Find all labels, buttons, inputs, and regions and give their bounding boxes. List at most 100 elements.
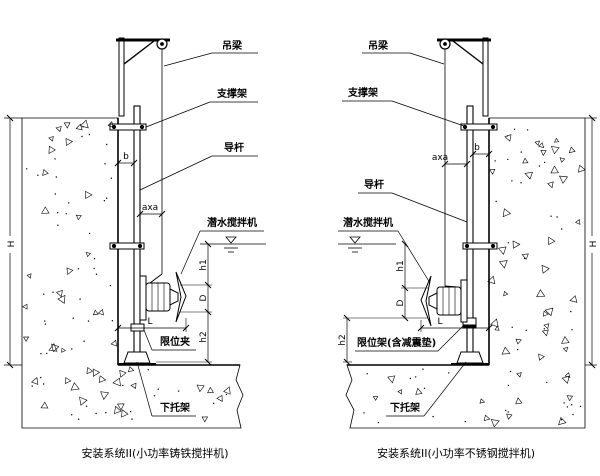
concrete-speck <box>40 401 49 409</box>
concrete-speck <box>497 246 507 255</box>
concrete-speck <box>507 411 509 413</box>
concrete-speck <box>26 168 28 170</box>
left-submersible-mixer <box>139 271 187 323</box>
right-hoist-brace <box>452 40 484 65</box>
concrete-speck <box>483 414 491 422</box>
right-hoist-post <box>482 37 489 117</box>
left-limit-clamp-label: 限位夹 <box>160 335 190 348</box>
left-L-label: L <box>147 317 152 327</box>
concrete-speck <box>72 317 74 319</box>
concrete-speck <box>31 377 39 385</box>
concrete-texture <box>22 119 586 428</box>
left-D-label: D <box>199 294 209 301</box>
concrete-speck <box>93 258 96 260</box>
concrete-speck <box>516 372 522 378</box>
concrete-speck <box>26 273 32 279</box>
concrete-speck <box>536 289 546 298</box>
right-limit-frame-label: 限位架(含减震垫) <box>357 336 436 349</box>
concrete-speck <box>88 232 91 235</box>
concrete-speck <box>507 158 509 161</box>
left-callout-hoist-beam: 吊梁 <box>163 39 258 67</box>
concrete-speck <box>422 368 424 370</box>
concrete-speck <box>48 145 56 154</box>
concrete-speck <box>42 168 49 176</box>
concrete-speck <box>55 176 57 178</box>
concrete-speck <box>520 151 522 153</box>
concrete-speck <box>503 290 509 297</box>
concrete-speck <box>541 264 550 274</box>
concrete-speck <box>207 386 214 394</box>
right-hoist-beam-label: 吊梁 <box>368 39 389 52</box>
right-callout-hoist-beam: 吊梁 <box>362 39 445 65</box>
concrete-speck <box>541 329 549 337</box>
concrete-speck <box>66 267 74 276</box>
left-mixer-label: 潜水搅拌机 <box>207 216 257 229</box>
concrete-speck <box>524 171 533 180</box>
concrete-speck <box>363 412 365 414</box>
concrete-speck <box>523 257 526 260</box>
concrete-speck <box>515 338 522 345</box>
concrete-speck <box>55 289 63 298</box>
right-concrete-outline <box>345 117 586 429</box>
concrete-speck <box>37 174 39 176</box>
concrete-speck <box>68 202 70 204</box>
left-H-label: H <box>7 241 17 248</box>
right-mixer-bail <box>444 285 458 288</box>
concrete-speck <box>547 181 554 189</box>
concrete-speck <box>87 320 90 322</box>
concrete-speck <box>464 420 466 423</box>
right-h2-label: h2 <box>338 334 348 345</box>
left-pulley-axle <box>160 42 164 46</box>
left-bottom-bracket <box>123 351 151 364</box>
left-axa-label: axa <box>142 203 158 213</box>
concrete-speck <box>501 346 511 355</box>
concrete-speck <box>522 157 529 164</box>
right-caption: 安装系统II(小功率不锈钢搅拌机) <box>377 446 535 460</box>
concrete-speck <box>520 182 522 184</box>
concrete-speck <box>77 268 80 270</box>
concrete-speck <box>86 367 94 375</box>
concrete-speck <box>566 406 569 408</box>
left-callout-guide-rod: 导杆 <box>139 141 258 191</box>
right-bottom-bracket-label: 下托架 <box>390 401 420 414</box>
right-water-level <box>338 236 396 253</box>
left-mixer-hub <box>169 288 179 306</box>
left-callout-bottom-bracket: 下托架 <box>136 361 196 417</box>
concrete-speck <box>571 404 573 406</box>
concrete-speck <box>40 376 42 379</box>
concrete-speck <box>201 416 209 423</box>
right-h1-label: h1 <box>396 260 406 271</box>
concrete-speck <box>216 394 223 402</box>
concrete-speck <box>559 157 566 163</box>
concrete-speck <box>57 224 59 226</box>
concrete-speck <box>122 384 124 387</box>
concrete-speck <box>130 382 137 389</box>
concrete-speck <box>23 336 30 342</box>
concrete-speck <box>487 275 496 285</box>
concrete-speck <box>489 168 496 175</box>
concrete-speck <box>105 412 107 414</box>
left-hoist-beam-label: 吊梁 <box>222 39 243 52</box>
concrete-speck <box>70 382 80 391</box>
concrete-speck <box>97 308 104 316</box>
concrete-speck <box>377 421 380 424</box>
concrete-speck <box>502 208 512 218</box>
concrete-speck <box>415 387 423 395</box>
left-concrete-outline <box>21 117 244 429</box>
left-installation-system: H <box>4 37 266 460</box>
concrete-speck <box>571 329 573 331</box>
concrete-speck <box>543 328 545 330</box>
concrete-speck <box>563 402 565 404</box>
concrete-speck <box>107 121 114 128</box>
right-support-frame-label: 支撑架 <box>347 86 378 99</box>
concrete-speck <box>570 310 572 313</box>
right-b-label: b <box>474 143 480 153</box>
concrete-speck <box>550 146 560 155</box>
concrete-speck <box>116 403 125 411</box>
right-callout-limit-frame: 限位架(含减震垫) <box>355 325 464 352</box>
left-bottom-bracket-label: 下托架 <box>160 401 190 414</box>
right-callout-support-frame: 支撑架 <box>342 86 465 127</box>
right-support-frame-top <box>460 123 498 131</box>
concrete-speck <box>561 228 563 230</box>
